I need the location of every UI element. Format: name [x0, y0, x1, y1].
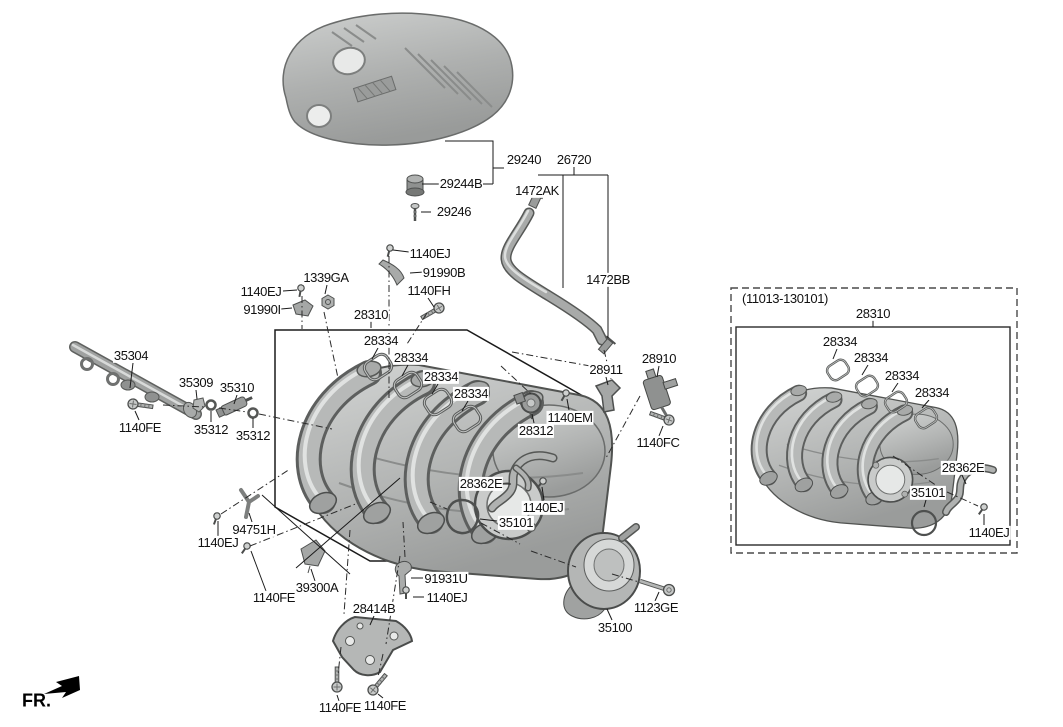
nut-1339ga-art [321, 294, 335, 310]
bracket-39300a-art [300, 539, 326, 574]
part-label: 1140FH [406, 282, 452, 299]
part-label: 28334 [452, 385, 490, 402]
throttle-body-35100-art [563, 523, 641, 620]
cover-screw-art [410, 203, 420, 221]
part-label: 1140FE [117, 419, 163, 436]
part-label: (11013-130101) [741, 290, 829, 307]
screw-1140ej-left [295, 283, 306, 299]
part-label: 29246 [435, 203, 473, 220]
part-label: 35101 [497, 514, 535, 531]
part-label: 1472AK [514, 182, 560, 199]
part-label: 35101 [909, 484, 947, 501]
o-ring-35312-a [205, 399, 217, 411]
fuel-rail-art [69, 341, 259, 420]
screw-1140ej-94751h [209, 510, 223, 527]
part-label: 28334 [883, 367, 921, 384]
screw-1140ej-inset [975, 501, 990, 518]
part-label: 1140EJ [239, 283, 283, 300]
part-label: 28312 [517, 422, 555, 439]
part-label: 1472BB [585, 271, 631, 288]
part-label: 28910 [640, 350, 678, 367]
bracket-28414b-art [331, 615, 414, 677]
part-label: 35312 [192, 421, 230, 438]
o-ring-35312-b [247, 407, 259, 419]
part-label: 28310 [854, 305, 892, 322]
screw-1140ej-top [383, 243, 395, 259]
part-label: 1140FE [362, 697, 408, 714]
part-label: 1140EJ [521, 499, 565, 516]
bolt-1140fc [647, 407, 677, 428]
bracket-94751h-art [239, 488, 260, 519]
injector-art [215, 396, 253, 418]
part-label: 28334 [392, 349, 430, 366]
screw-1140fe-39300a [238, 540, 253, 557]
part-label: 91931U [423, 570, 469, 587]
part-label: 1140FE [317, 699, 363, 716]
part-label: 29240 [505, 151, 543, 168]
part-label: 39300A [294, 579, 340, 596]
part-label: 28334 [362, 332, 400, 349]
bracket-91990i-art [292, 299, 314, 317]
part-label: 94751H [231, 521, 277, 538]
part-label: 28334 [852, 349, 890, 366]
part-label: 1140EJ [967, 524, 1011, 541]
part-label: 35312 [234, 427, 272, 444]
part-label: 28310 [352, 306, 390, 323]
nipple-hose-28362e-main [487, 451, 558, 513]
part-label: 1140EJ [408, 245, 452, 262]
part-label: 28334 [422, 368, 460, 385]
leader-lines [129, 140, 985, 702]
purge-valve-28910-art [642, 368, 679, 416]
fr-direction-arrow-icon [44, 676, 80, 698]
part-label: 28362E [940, 459, 986, 476]
part-label: 35100 [596, 619, 634, 636]
part-label: 35310 [218, 379, 256, 396]
sensor-28312-art [513, 391, 542, 420]
part-label: 1140EJ [196, 534, 240, 551]
part-label: 1140FE [251, 589, 297, 606]
throttle-gasket-35101-main [445, 498, 480, 535]
bracket-28911-art [594, 379, 622, 413]
intake-manifold-art-inset [757, 384, 958, 528]
part-label: 28362E [458, 475, 504, 492]
part-label: 29244B [438, 175, 484, 192]
part-label: 1140FC [635, 434, 681, 451]
screw-1140ej-91931u [401, 585, 411, 600]
part-label: 28334 [913, 384, 951, 401]
bolt-1140fe-bottom-left [331, 666, 343, 693]
bracket-91990b-art [378, 259, 405, 286]
cover-grommet-art [405, 174, 425, 197]
fr-label: FR. [22, 690, 51, 711]
part-label: 1339GA [302, 269, 350, 286]
part-label: 91990B [421, 264, 467, 281]
part-label: 28334 [821, 333, 859, 350]
part-label: 1140EM [546, 409, 594, 426]
part-label: 26720 [555, 151, 593, 168]
part-label: 28911 [588, 361, 624, 378]
throttle-gasket-35101-inset [910, 509, 938, 537]
part-label: 35304 [112, 347, 150, 364]
engine-cover-art [282, 12, 514, 146]
part-label: 1140EJ [425, 589, 469, 606]
bolt-1123ge-art [639, 578, 676, 597]
part-label: 28414B [351, 600, 397, 617]
part-label: 91990I [242, 301, 282, 318]
part-label: 35309 [177, 374, 215, 391]
gasket-28334-inset-1 [823, 356, 853, 384]
part-label: 1123GE [632, 599, 680, 616]
